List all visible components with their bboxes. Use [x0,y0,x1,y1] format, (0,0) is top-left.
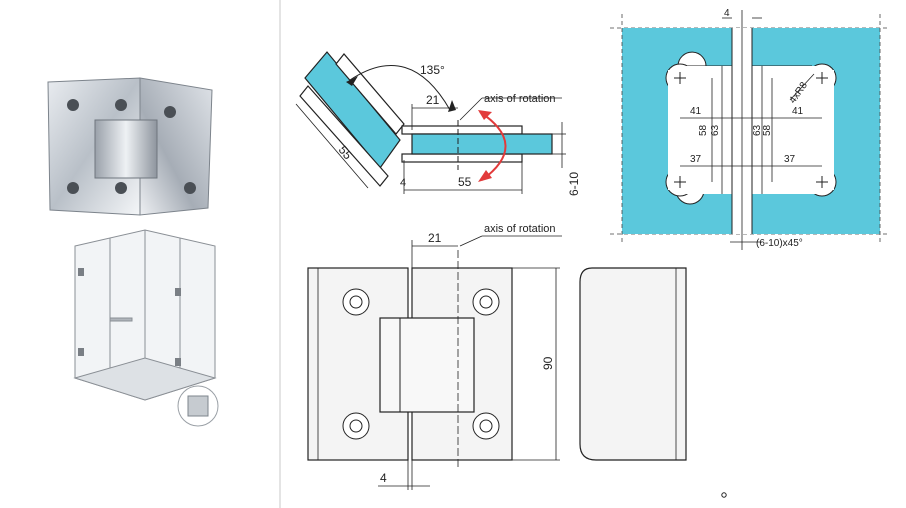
degree-mark [721,492,727,498]
cut-dim-58-right: 58 [762,124,773,136]
dim-55-flat: 55 [458,175,472,189]
axis-label-bottom: axis of rotation [484,223,556,235]
angle-label: 135° [420,63,445,77]
hinge-photo [47,77,213,216]
cut-dim-41-right: 41 [792,106,804,117]
glass-angle-view [295,51,566,194]
shower-enclosure-sketch [73,229,219,427]
cut-dim-37-left: 37 [690,154,702,165]
hinge-side-view [579,267,687,461]
dim-90: 90 [541,356,555,370]
hinge-front-view [307,235,562,490]
dim-4-front: 4 [380,471,387,485]
glass-cutout-view [610,10,890,250]
axis-label-top: axis of rotation [484,93,556,105]
cut-dim-41-left: 41 [690,106,702,117]
cut-dim-37-right: 37 [784,154,796,165]
cut-dim-4: 4 [724,8,730,19]
cut-dim-63-right: 63 [752,124,763,136]
cut-dim-63-left: 63 [710,124,721,136]
dim-21-front: 21 [428,231,442,245]
dim-6-10: 6-10 [567,172,581,196]
dim-4-small: 4 [400,177,406,189]
cut-dim-58-left: 58 [698,124,709,136]
cut-dim-chamfer: (6-10)x45° [756,238,803,249]
dim-21-top: 21 [426,93,440,107]
